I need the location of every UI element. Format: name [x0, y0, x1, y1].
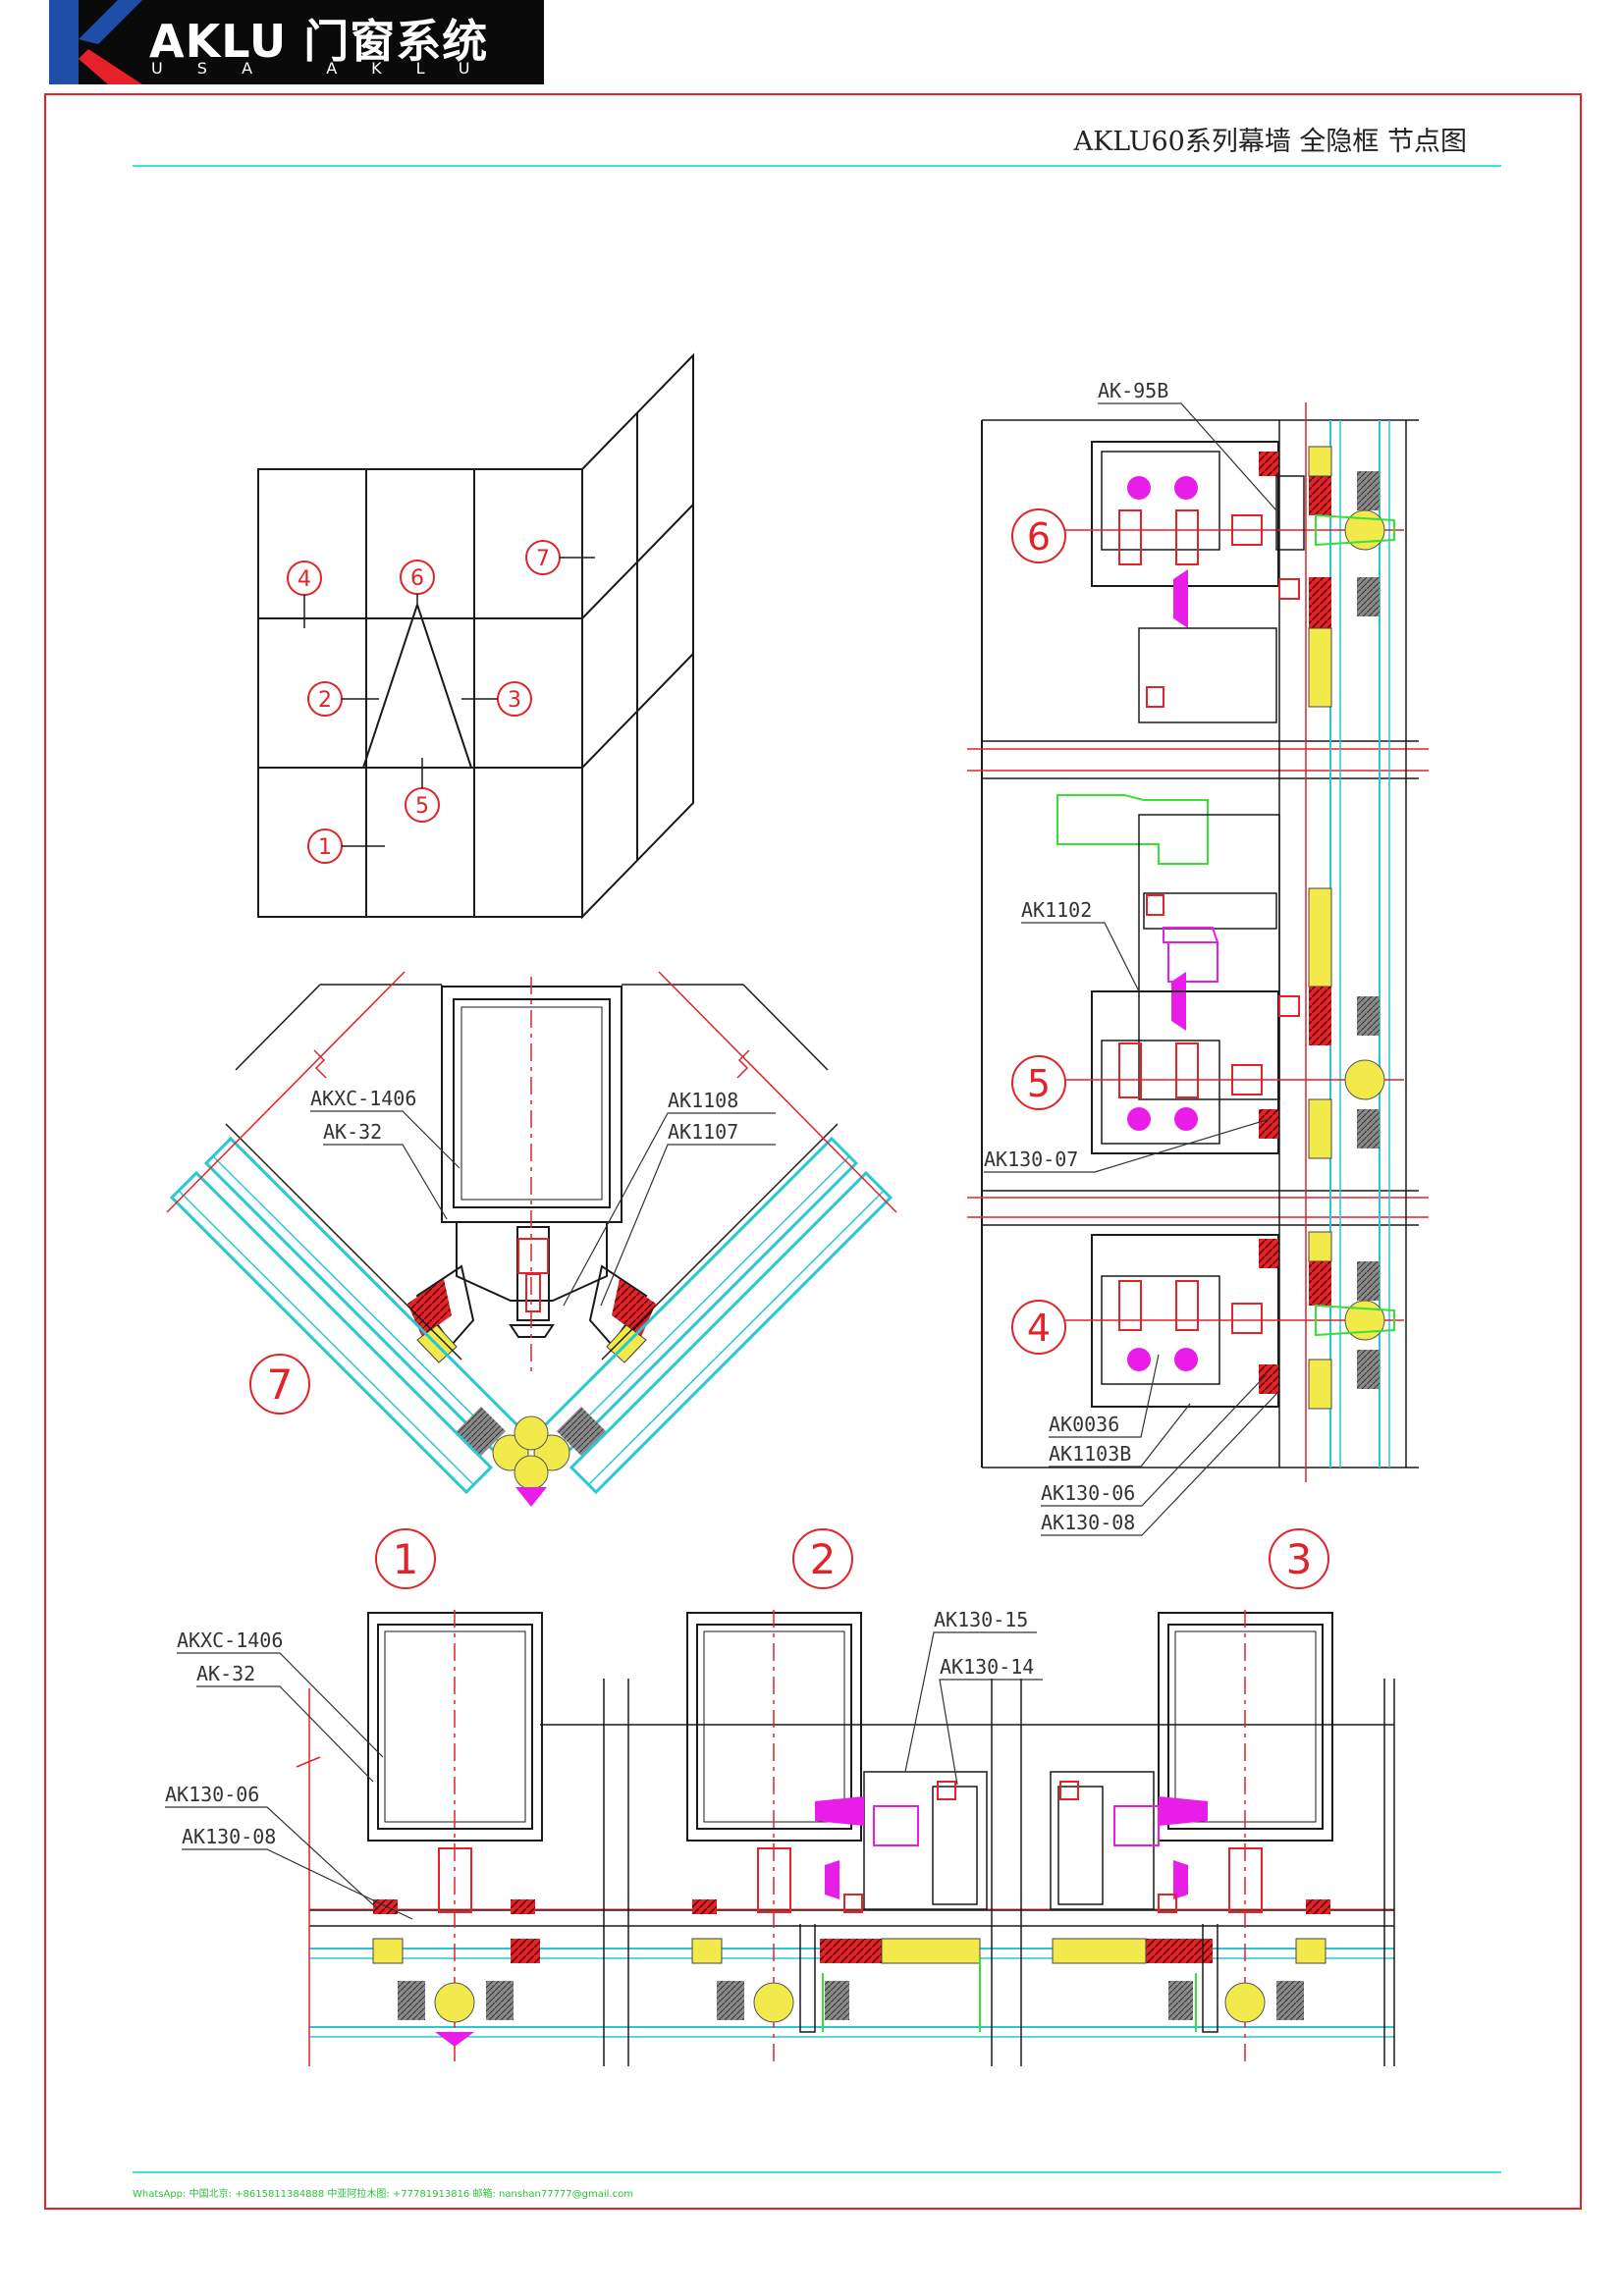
detail-1-number: 1: [393, 1535, 419, 1583]
d7-label-4: AK1107: [668, 1120, 738, 1144]
d1-label-3: AK130-06: [165, 1783, 259, 1806]
d4-label-4: AK130-08: [1041, 1511, 1135, 1534]
logo-subtitle: USA AKLU: [151, 59, 505, 78]
elevation-grid: [257, 352, 694, 920]
elevation-marker-3: 3: [508, 688, 521, 713]
detail-6-number: 6: [1027, 515, 1051, 559]
elevation-markers: 4 6 7 2 3 5 1: [287, 540, 595, 864]
detail-5-number: 5: [1027, 1062, 1051, 1105]
d6-label-1: AK-95B: [1098, 379, 1168, 402]
detail-7-number: 7: [267, 1361, 294, 1409]
d1-label-1: AKXC-1406: [177, 1629, 283, 1652]
d1-label-4: AK130-08: [182, 1825, 276, 1848]
right-column: 6 AK-95B 5 AK1102 AK130-07: [967, 379, 1429, 1536]
title-rule: [133, 165, 1501, 167]
d2-label-1: AK130-15: [934, 1608, 1028, 1631]
logo: AKLU 门窗系统 USA AKLU: [49, 0, 544, 84]
detail-7: 7 AKXC-1406 AK-32 AK1108 AK1107: [166, 971, 897, 1507]
elevation-marker-1: 1: [318, 835, 332, 860]
d7-label-3: AK1108: [668, 1089, 738, 1112]
d2-label-2: AK130-14: [940, 1655, 1034, 1679]
d7-label-1: AKXC-1406: [310, 1087, 416, 1110]
elevation-marker-4: 4: [298, 567, 311, 592]
page-title: AKLU60系列幕墙 全隐框 节点图: [1073, 127, 1467, 157]
logo-k-mark-icon: [49, 0, 142, 84]
d5-label-2: AK130-07: [984, 1148, 1078, 1171]
d5-label-1: AK1102: [1021, 898, 1092, 922]
logo-brand-text: AKLU 门窗系统: [149, 15, 489, 68]
elevation-marker-7: 7: [536, 547, 550, 571]
d4-label-1: AK0036: [1049, 1413, 1119, 1436]
elevation-marker-2: 2: [318, 688, 332, 713]
drawing-frame: [44, 93, 1582, 2210]
footer-contact: WhatsApp: 中国北京: +8615811384888 中亚阿拉木图: +…: [133, 2189, 633, 2200]
detail-2-number: 2: [810, 1535, 837, 1583]
elevation-marker-5: 5: [415, 794, 429, 819]
detail-3-number: 3: [1286, 1535, 1313, 1583]
d7-label-2: AK-32: [323, 1120, 382, 1144]
footer-rule: [133, 2171, 1501, 2173]
bottom-row: 1 2 3 AKXC-1406 AK-32 AK130-06 AK1: [165, 1528, 1395, 2066]
d4-label-3: AK130-06: [1041, 1481, 1135, 1505]
elevation-marker-6: 6: [410, 566, 424, 591]
detail-4-number: 4: [1027, 1307, 1051, 1350]
d1-label-2: AK-32: [196, 1662, 255, 1685]
d4-label-2: AK1103B: [1049, 1442, 1131, 1466]
